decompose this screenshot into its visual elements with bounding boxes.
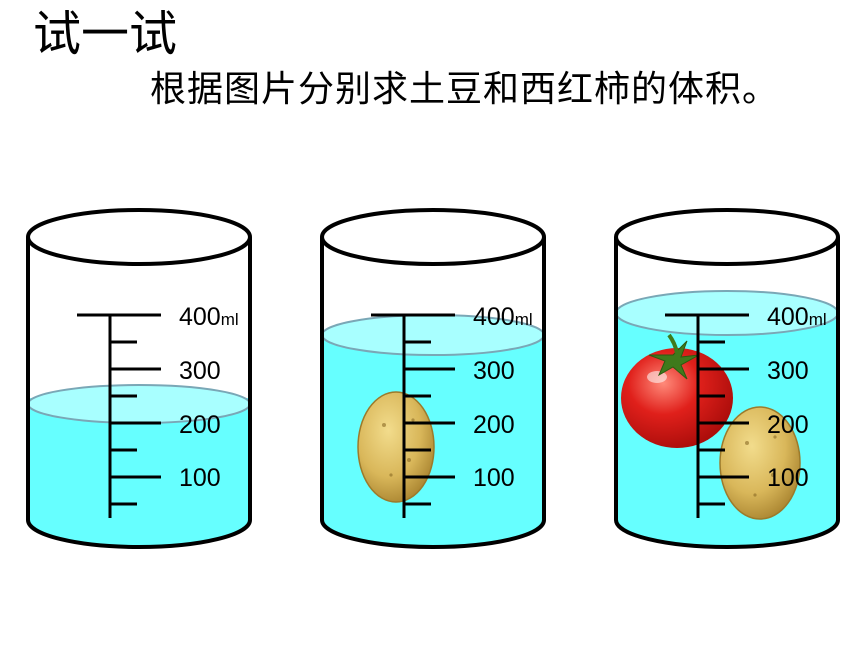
scale-label-100: 100 <box>767 464 809 492</box>
scale-label-400: 400ml <box>767 303 827 331</box>
water-body <box>28 398 250 547</box>
measuring-scale <box>665 313 749 518</box>
glass-rim <box>320 208 546 266</box>
scale-label-300: 300 <box>179 357 221 385</box>
scale-label-200: 200 <box>473 411 515 439</box>
scale-label-300: 300 <box>473 357 515 385</box>
potato <box>357 391 435 503</box>
measuring-scale <box>77 313 161 518</box>
glass-rim <box>614 208 840 266</box>
glass-wall <box>26 237 252 549</box>
scale-label-200: 200 <box>767 411 809 439</box>
scale-label-400: 400ml <box>179 303 239 331</box>
scale-label-200: 200 <box>179 411 221 439</box>
instruction-text: 根据图片分别求土豆和西红柿的体积。 <box>150 69 780 110</box>
scale-label-100: 100 <box>473 464 515 492</box>
beaker-with-tomato-and-potato: 400ml 300 200 100 <box>614 205 855 555</box>
scale-label-400: 400ml <box>473 303 533 331</box>
measuring-scale <box>371 313 455 518</box>
scale-label-100: 100 <box>179 464 221 492</box>
potato <box>719 406 801 520</box>
beaker-with-potato: 400ml 300 200 100 <box>320 205 561 555</box>
glass-wall <box>614 237 840 549</box>
slide-title: 试一试 <box>33 6 178 62</box>
tomato-stem <box>648 333 700 380</box>
scale-label-300: 300 <box>767 357 809 385</box>
glass-rim <box>26 208 252 266</box>
beaker-water-only: 400ml 300 200 100 <box>26 205 267 555</box>
glass-wall <box>320 237 546 549</box>
